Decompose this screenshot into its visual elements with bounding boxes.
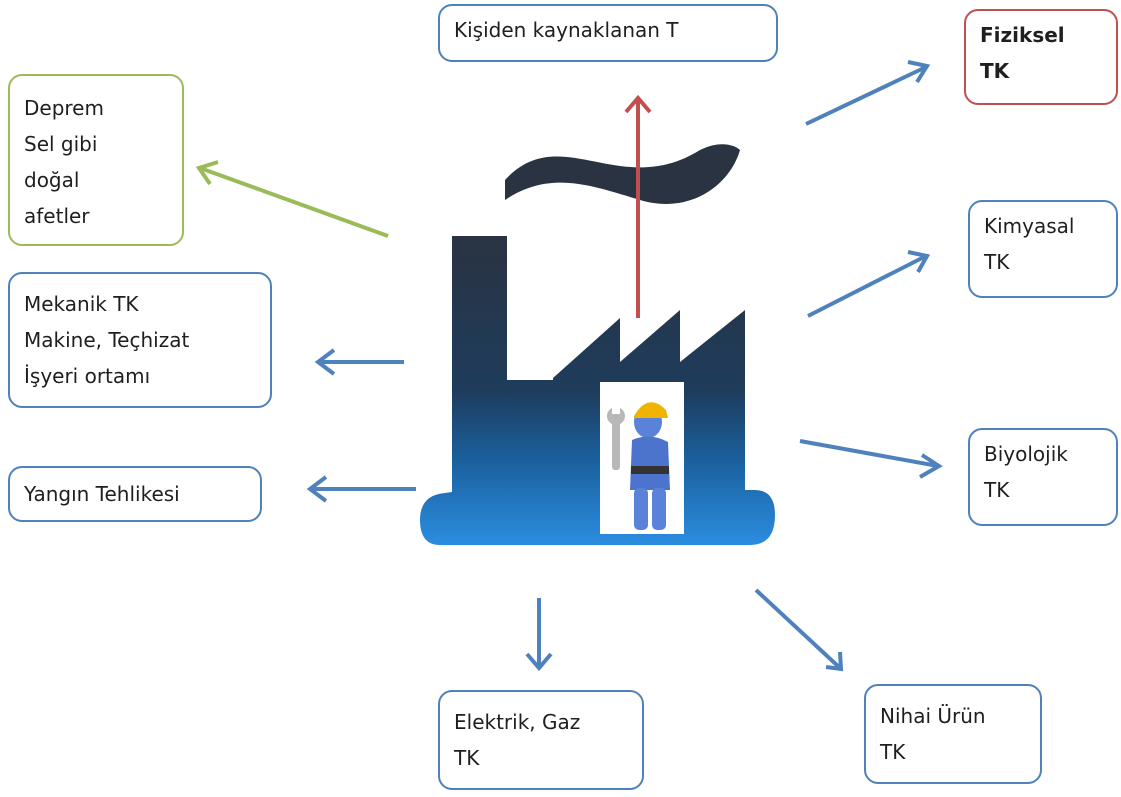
- box-deprem: Deprem Sel gibi doğal afetler: [8, 74, 184, 246]
- box-deprem-line1: Deprem: [24, 96, 104, 120]
- box-kimyasal-line2: TK: [984, 250, 1010, 274]
- box-mekanik: Mekanik TK Makine, Teçhizat İşyeri ortam…: [8, 272, 272, 408]
- box-deprem-line4: afetler: [24, 204, 90, 228]
- arrow-biyolojik: [799, 439, 939, 468]
- box-mekanik-line2: Makine, Teçhizat: [24, 328, 190, 352]
- box-kimyasal: Kimyasal TK: [968, 200, 1118, 298]
- box-kisiden: Kişiden kaynaklanan T: [438, 4, 778, 62]
- box-mekanik-line3: İşyeri ortamı: [24, 364, 151, 388]
- worker-icon: [600, 382, 684, 534]
- box-fiziksel: Fiziksel TK: [964, 9, 1118, 105]
- box-nihai-line2: TK: [880, 740, 906, 764]
- box-fiziksel-line2: TK: [980, 59, 1010, 83]
- box-biyolojik: Biyolojik TK: [968, 428, 1118, 526]
- box-deprem-line3: doğal: [24, 168, 80, 192]
- smoke-icon: [505, 144, 740, 204]
- arrow-nihai: [754, 588, 842, 670]
- arrow-deprem: [199, 166, 389, 238]
- box-mekanik-line1: Mekanik TK: [24, 292, 139, 316]
- box-nihai: Nihai Ürün TK: [864, 684, 1042, 784]
- box-biyolojik-line2: TK: [984, 478, 1010, 502]
- box-biyolojik-line1: Biyolojik: [984, 442, 1068, 466]
- box-elektrik-line1: Elektrik, Gaz: [454, 710, 581, 734]
- box-nihai-line1: Nihai Ürün: [880, 704, 986, 728]
- box-kisiden-line1: Kişiden kaynaklanan T: [454, 18, 679, 42]
- arrow-kimyasal: [807, 254, 927, 318]
- box-yangin: Yangın Tehlikesi: [8, 466, 262, 522]
- box-kimyasal-line1: Kimyasal: [984, 214, 1075, 238]
- box-deprem-line2: Sel gibi: [24, 132, 98, 156]
- box-fiziksel-line1: Fiziksel: [980, 23, 1065, 47]
- factory-icon: [420, 144, 775, 545]
- box-elektrik: Elektrik, Gaz TK: [438, 690, 644, 790]
- box-elektrik-line2: TK: [454, 746, 480, 770]
- arrow-fiziksel: [805, 65, 927, 126]
- box-yangin-line1: Yangın Tehlikesi: [24, 482, 180, 506]
